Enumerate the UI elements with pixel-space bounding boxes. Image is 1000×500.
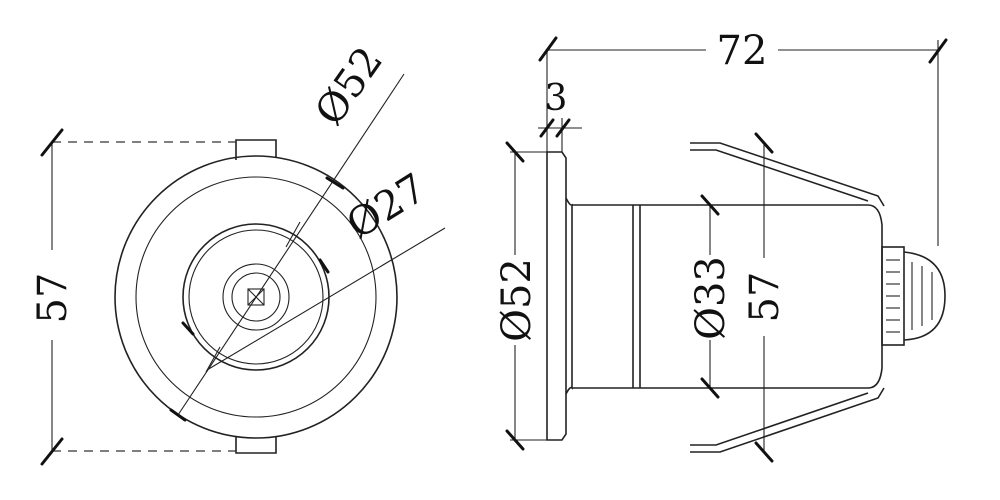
side-flange bbox=[546, 151, 567, 441]
front-outer-circle bbox=[114, 155, 398, 439]
front-center-circle bbox=[222, 263, 290, 331]
front-top-tab bbox=[235, 139, 277, 160]
side-length-tick-right bbox=[928, 38, 948, 64]
front-height-tick-top bbox=[40, 128, 64, 157]
front-inner-tick-2 bbox=[181, 321, 195, 336]
side-thickness-tick-right bbox=[555, 118, 571, 138]
front-inner-diameter-label: Ø27 bbox=[339, 165, 434, 248]
side-clip-tick-bottom bbox=[754, 441, 774, 463]
side-clip-bottom-inner bbox=[690, 392, 869, 446]
side-flange-tick-bottom bbox=[505, 429, 525, 451]
side-clip-bottom bbox=[690, 387, 885, 453]
side-thickness-tick-left bbox=[539, 118, 555, 138]
front-inner-axis-b bbox=[205, 346, 221, 373]
side-cable-gland bbox=[881, 246, 946, 346]
side-clip-top-inner bbox=[690, 149, 869, 202]
front-inner-leader bbox=[206, 227, 446, 371]
side-length-tick-left bbox=[538, 36, 558, 62]
side-thickness-label: 3 bbox=[545, 78, 568, 119]
front-height-tick-bottom bbox=[40, 437, 64, 466]
side-body-diameter-label: Ø33 bbox=[688, 256, 734, 340]
side-body-tick-top bbox=[700, 194, 720, 216]
front-view: 57 Ø52 Ø27 bbox=[30, 39, 446, 466]
side-body-tick-bottom bbox=[700, 377, 720, 399]
side-view: 72 3 Ø52 Ø33 57 bbox=[494, 28, 948, 463]
side-flange-tick-top bbox=[505, 141, 525, 163]
front-outer-diameter-label: Ø52 bbox=[307, 39, 393, 134]
side-clip-tick-top bbox=[754, 132, 774, 154]
side-clip-top bbox=[690, 142, 885, 207]
front-inner-circle-2 bbox=[188, 229, 324, 365]
front-outer-leader bbox=[177, 73, 405, 416]
front-height-label: 57 bbox=[30, 273, 76, 324]
side-clip-height-label: 57 bbox=[742, 272, 788, 323]
front-center-circle-2 bbox=[231, 272, 281, 322]
front-outer-tick-2 bbox=[169, 408, 187, 422]
side-length-label: 72 bbox=[717, 28, 768, 74]
front-inner-tick-1 bbox=[318, 258, 330, 274]
side-neck bbox=[565, 197, 573, 395]
front-inner-axis-a bbox=[285, 221, 301, 248]
front-bottom-tab bbox=[235, 437, 277, 454]
front-outer-tick-1 bbox=[325, 176, 345, 190]
side-flange-diameter-label: Ø52 bbox=[494, 258, 540, 342]
front-rim-circle bbox=[135, 176, 377, 418]
